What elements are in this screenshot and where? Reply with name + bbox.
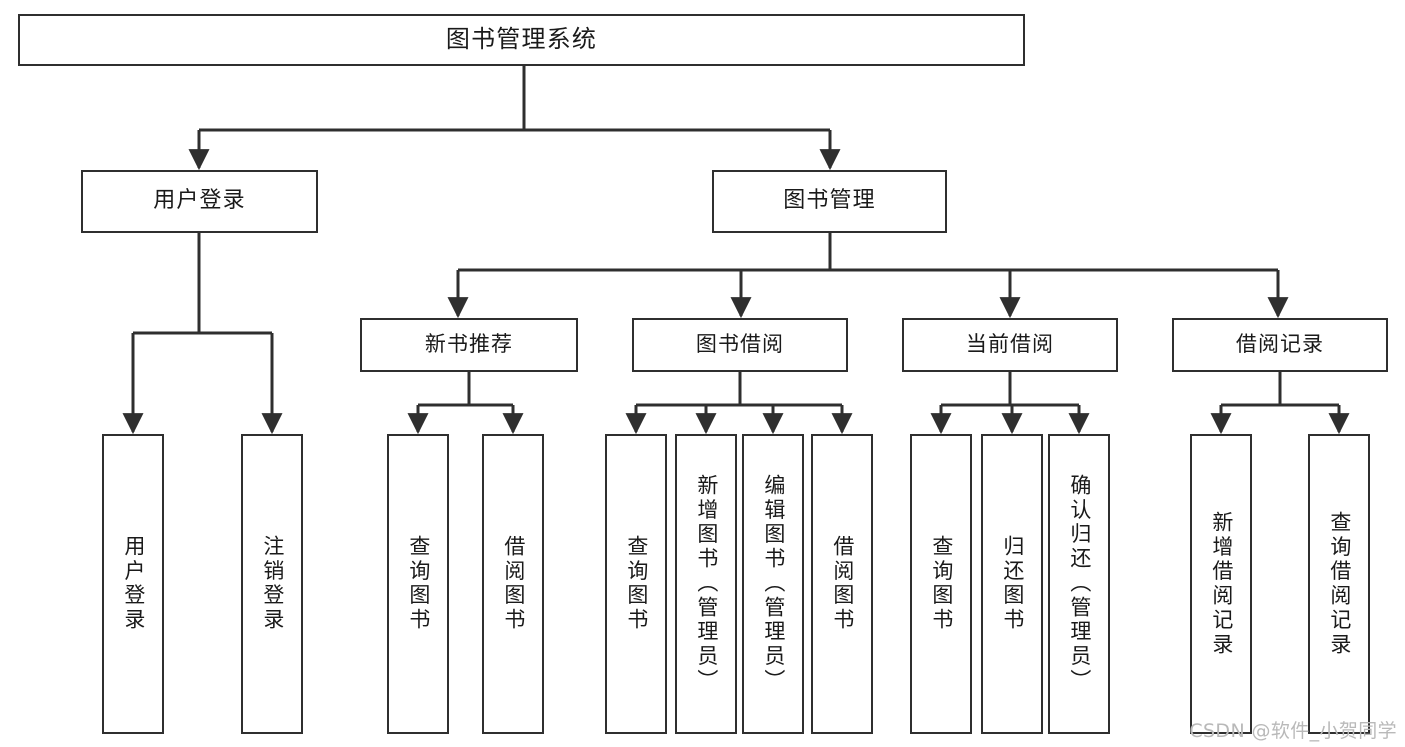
leaf-node-label: 查询借阅记录	[1327, 510, 1352, 658]
leaf-node[interactable]: 确认归还（管理员）	[1048, 434, 1110, 734]
leaf-node-label: 用户登录	[121, 535, 146, 633]
node-book-borrow[interactable]: 图书借阅	[632, 318, 848, 372]
leaf-node[interactable]: 查询借阅记录	[1308, 434, 1370, 734]
leaf-node[interactable]: 借阅图书	[482, 434, 544, 734]
node-book-borrow-label: 图书借阅	[695, 332, 785, 357]
node-root[interactable]: 图书管理系统	[18, 14, 1025, 66]
leaf-node-label: 查询图书	[929, 535, 954, 633]
leaf-node[interactable]: 归还图书	[981, 434, 1043, 734]
leaf-node-label: 注销登录	[260, 535, 285, 633]
node-user-login-label: 用户登录	[153, 188, 246, 214]
node-root-label: 图书管理系统	[445, 25, 598, 54]
node-new-book-recommend-label: 新书推荐	[424, 332, 514, 357]
leaf-node-label: 确认归还（管理员）	[1067, 474, 1092, 694]
leaf-node[interactable]: 编辑图书（管理员）	[742, 434, 804, 734]
leaf-node-label: 归还图书	[1000, 535, 1025, 633]
node-current-borrow[interactable]: 当前借阅	[902, 318, 1118, 372]
leaf-node[interactable]: 查询图书	[605, 434, 667, 734]
leaf-node[interactable]: 新增借阅记录	[1190, 434, 1252, 734]
node-user-login[interactable]: 用户登录	[81, 170, 318, 233]
leaf-node[interactable]: 用户登录	[102, 434, 164, 734]
node-current-borrow-label: 当前借阅	[965, 332, 1055, 357]
leaf-node-label: 新增借阅记录	[1209, 510, 1234, 658]
leaf-node-label: 编辑图书（管理员）	[761, 474, 786, 694]
leaf-node[interactable]: 借阅图书	[811, 434, 873, 734]
leaf-node[interactable]: 查询图书	[387, 434, 449, 734]
leaf-node[interactable]: 新增图书（管理员）	[675, 434, 737, 734]
node-book-management[interactable]: 图书管理	[712, 170, 947, 233]
node-borrow-record-label: 借阅记录	[1235, 332, 1325, 357]
leaf-node[interactable]: 查询图书	[910, 434, 972, 734]
node-book-management-label: 图书管理	[783, 188, 876, 214]
csdn-watermark: CSDN @软件_小贺同学	[1189, 720, 1397, 742]
leaf-node-label: 新增图书（管理员）	[694, 474, 719, 694]
leaf-node-label: 借阅图书	[830, 535, 855, 633]
node-borrow-record[interactable]: 借阅记录	[1172, 318, 1388, 372]
node-new-book-recommend[interactable]: 新书推荐	[360, 318, 578, 372]
leaf-node-label: 查询图书	[624, 535, 649, 633]
leaf-node[interactable]: 注销登录	[241, 434, 303, 734]
leaf-node-label: 查询图书	[406, 535, 431, 633]
leaf-node-label: 借阅图书	[501, 535, 526, 633]
